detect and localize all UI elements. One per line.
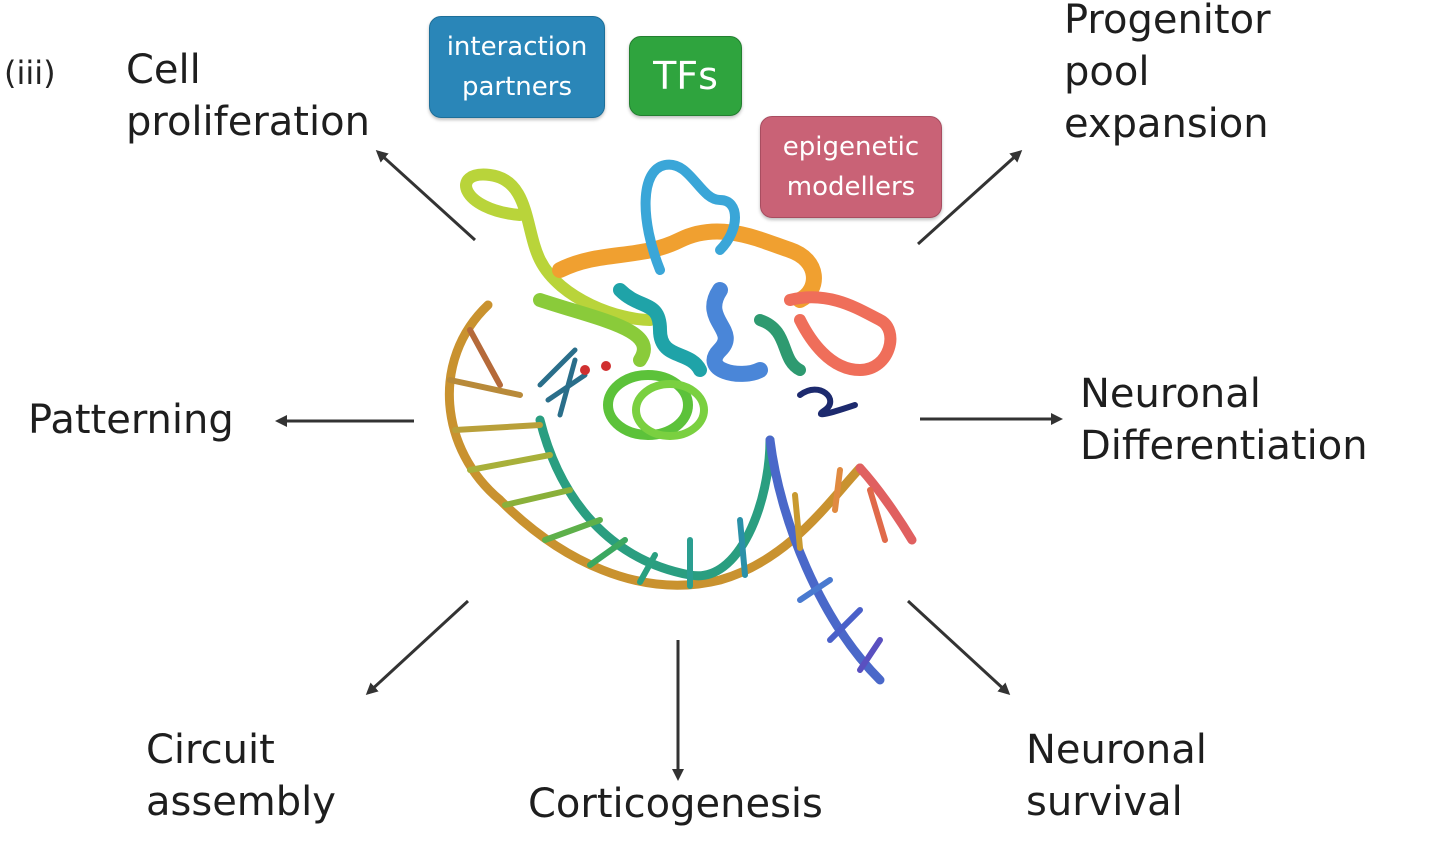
arrow-to-cell-proliferation <box>375 149 477 242</box>
outcome-progenitor-pool-expansion: Progenitor pool expansion <box>1064 0 1271 147</box>
outcome-corticogenesis: Corticogenesis <box>528 781 823 827</box>
outcome-patterning: Patterning <box>28 397 234 443</box>
arrow-to-progenitor-pool <box>916 149 1023 246</box>
arrow-to-neuronal-survival <box>906 599 1011 696</box>
protein-dna-ribbon-structure-icon <box>444 159 917 685</box>
outcome-circuit-assembly: Circuit assembly <box>146 727 336 825</box>
tfs-badge: TFs <box>629 36 742 116</box>
panel-label: (iii) <box>4 54 56 92</box>
outcome-neuronal-differentiation: Neuronal Differentiation <box>1080 371 1368 469</box>
interaction-partners-badge: interaction partners <box>429 16 605 118</box>
epigenetic-modellers-badge: epigenetic modellers <box>760 116 942 218</box>
arrow-to-circuit-assembly <box>365 599 470 696</box>
outcome-cell-proliferation: Cell proliferation <box>126 47 370 145</box>
outcome-neuronal-survival: Neuronal survival <box>1026 727 1207 825</box>
